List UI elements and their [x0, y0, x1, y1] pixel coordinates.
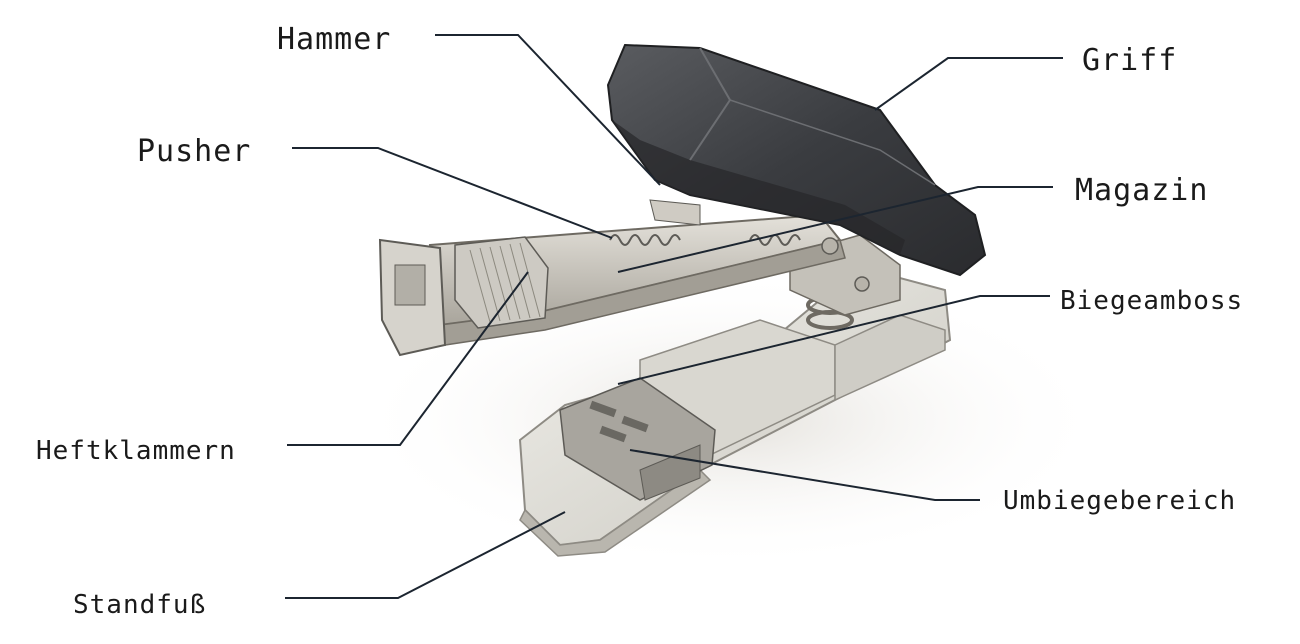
- leader-line-magazin: [617, 186, 1053, 273]
- label-heftklammern: Heftklammern: [36, 436, 236, 466]
- leader-lines: [285, 34, 1063, 599]
- label-griff: Griff: [1082, 43, 1178, 78]
- label-umbiegebereich: Umbiegebereich: [1003, 486, 1237, 516]
- anvil-plate: [559, 377, 716, 501]
- label-standfuss: Standfuß: [73, 590, 207, 620]
- leader-line-umbiegebereich: [629, 449, 980, 501]
- label-pusher: Pusher: [137, 134, 252, 169]
- magazine-arm: [378, 213, 870, 357]
- leader-line-hammer: [435, 34, 661, 186]
- leader-line-heftklammern: [287, 271, 529, 446]
- label-hammer: Hammer: [277, 22, 392, 57]
- label-biegeamboss: Biegeamboss: [1060, 286, 1244, 316]
- leader-line-griff: [874, 57, 1063, 111]
- leader-line-biegeamboss: [617, 295, 1050, 385]
- leader-line-pusher: [292, 147, 613, 239]
- leader-line-standfuss: [285, 511, 566, 599]
- label-magazin: Magazin: [1075, 173, 1209, 208]
